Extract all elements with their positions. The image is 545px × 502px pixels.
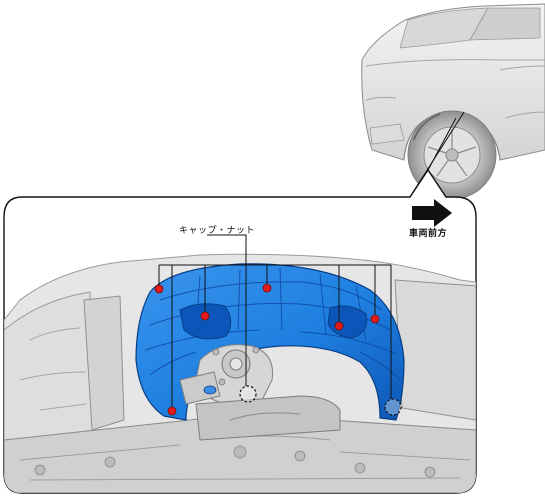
dashed-circle-icon [384, 398, 402, 416]
knuckle-assembly [179, 344, 341, 441]
clip-marker-icon [334, 321, 344, 331]
clip-marker-icon [154, 284, 164, 294]
clip-markers [154, 283, 380, 416]
clip-marker-icon [370, 314, 380, 324]
cap-nut-markers [239, 385, 402, 416]
fender-liner [135, 263, 405, 421]
vehicle-front-label: 車両前方 [409, 229, 448, 239]
vehicle-illustration [361, 3, 545, 200]
cap-nut-label: キャップ・ナット [179, 226, 256, 236]
clip-marker-icon [262, 283, 272, 293]
clip-marker-icon [200, 311, 210, 321]
wheel-well-detail [4, 253, 476, 493]
clip-marker-icon [167, 406, 177, 416]
leader-lines [158, 234, 392, 407]
right-arrow-icon [412, 199, 452, 227]
dashed-circle-icon [239, 385, 257, 403]
